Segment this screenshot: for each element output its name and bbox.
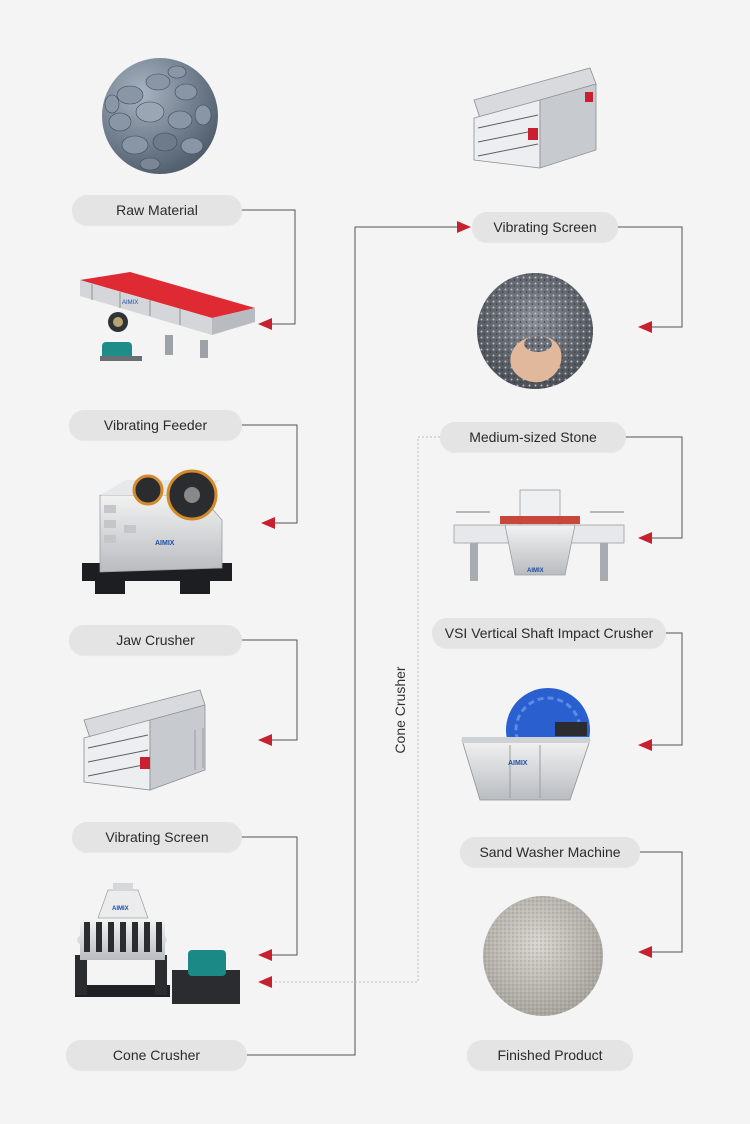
vsi-crusher-image: AIMIX: [453, 489, 625, 581]
arrow-to-screen-right: [457, 221, 471, 233]
cone-crusher-image: AIMIX: [75, 883, 240, 1004]
brand-logo: AIMIX: [508, 760, 528, 767]
label-vsi-crusher: VSI Vertical Shaft Impact Crusher: [432, 618, 666, 648]
arrow-to-vsi: [638, 532, 652, 544]
connector-jaw-to-screen: [242, 639, 298, 741]
brand-logo: AIMIX: [527, 568, 544, 574]
connector-feeder-to-jaw: [242, 424, 298, 524]
connector-cone-to-screen-right: [247, 226, 458, 1056]
medium-stone-image: [477, 273, 593, 389]
label-raw-material: Raw Material: [72, 195, 242, 225]
arrow-to-feeder: [258, 318, 272, 330]
arrow-return-to-cone: [258, 976, 272, 988]
arrow-to-cone: [258, 949, 272, 961]
label-cone-crusher: Cone Crusher: [66, 1040, 247, 1070]
arrow-to-screen-left: [258, 734, 272, 746]
connector-washer-to-product: [640, 851, 683, 953]
arrow-to-jaw: [261, 517, 275, 529]
finished-product-image: [483, 896, 603, 1016]
vibrating-feeder-image: AIMIX: [80, 272, 255, 361]
connector-stone-to-vsi: [626, 436, 683, 539]
label-cone-crusher-vertical: Cone Crusher: [392, 666, 408, 754]
connector-screen-to-cone: [242, 836, 298, 956]
label-vibrating-screen-right: Vibrating Screen: [472, 212, 618, 242]
vibrating-screen-left-image: [83, 689, 206, 791]
brand-logo: AIMIX: [155, 540, 175, 547]
vibrating-screen-right-image: [473, 67, 597, 169]
dotted-return-line: [275, 436, 440, 983]
sand-washer-image: AIMIX: [461, 688, 591, 801]
arrow-to-washer: [638, 739, 652, 751]
label-finished-product: Finished Product: [467, 1040, 633, 1070]
arrow-to-product: [638, 946, 652, 958]
raw-material-image: [102, 58, 218, 174]
arrow-to-stone: [638, 321, 652, 333]
brand-logo: AIMIX: [122, 300, 138, 306]
jaw-crusher-image: AIMIX: [82, 469, 232, 594]
label-vibrating-feeder: Vibrating Feeder: [69, 410, 242, 440]
label-vibrating-screen-left: Vibrating Screen: [72, 822, 242, 852]
label-medium-sized-stone: Medium-sized Stone: [440, 422, 626, 452]
connector-vsi-to-washer: [652, 632, 683, 746]
connector-screen-to-stone: [618, 226, 683, 328]
label-sand-washer: Sand Washer Machine: [460, 837, 640, 867]
connector-raw-to-feeder: [242, 209, 296, 325]
brand-logo: AIMIX: [112, 906, 129, 912]
label-jaw-crusher: Jaw Crusher: [69, 625, 242, 655]
